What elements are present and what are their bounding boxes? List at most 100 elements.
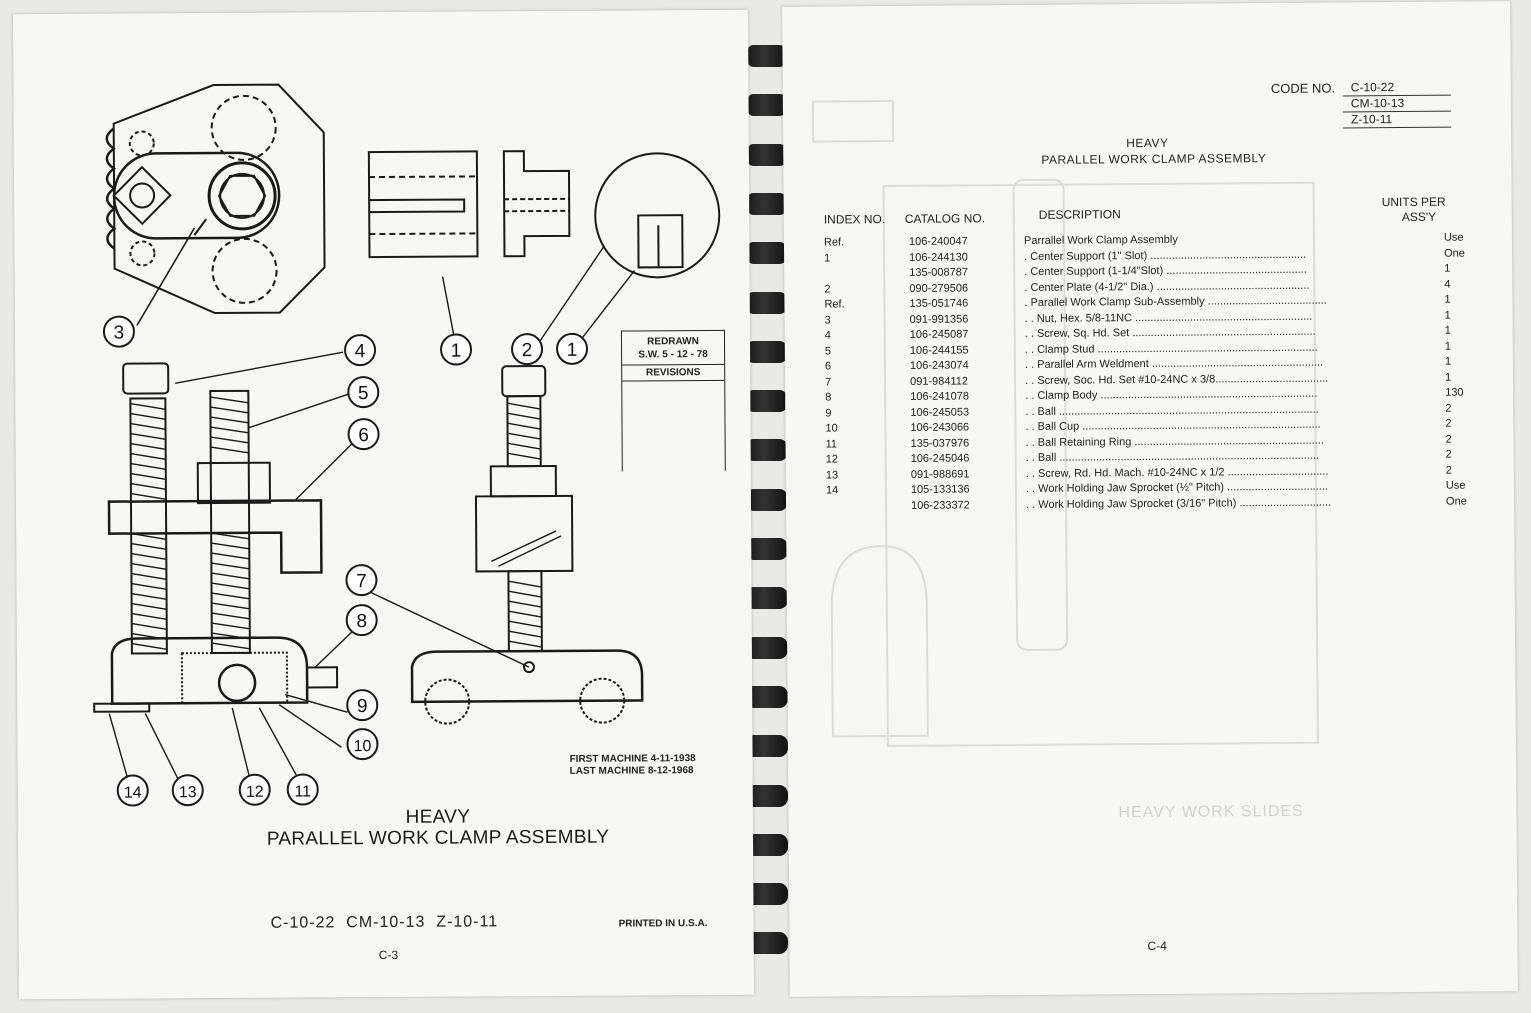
parts-index: 11 [825, 437, 838, 451]
parts-units: 1 [1444, 293, 1451, 306]
parts-index: 9 [825, 406, 832, 420]
parts-description: . . Work Holding Jaw Sprocket (3/16" Pit… [1025, 496, 1332, 511]
parts-description: . . Clamp Stud .........................… [1024, 341, 1318, 356]
parts-units: 2 [1445, 464, 1452, 477]
page-number-left: C-3 [378, 947, 399, 963]
parts-description: . . Parallel Arm Weldment ..............… [1024, 356, 1324, 371]
parts-description: . . Ball ...............................… [1025, 449, 1320, 464]
parts-catalog-no: 106-244130 [909, 250, 968, 264]
left-page: 3 4 5 6 7 8 9 10 14 13 12 11 1 2 1 REDRA… [12, 9, 755, 1000]
binding-coil [748, 242, 788, 265]
parts-catalog-no: 106-240047 [908, 235, 968, 248]
parts-index: 7 [825, 376, 832, 389]
binding-coil [748, 883, 788, 906]
balloon-11: 11 [294, 783, 311, 800]
parts-description: . . Work Holding Jaw Sprocket (½" Pitch)… [1025, 480, 1328, 495]
parts-index: 3 [824, 314, 831, 327]
binding-coil [748, 45, 788, 67]
binding-coil [748, 685, 788, 708]
binding-coil [748, 192, 788, 215]
parts-description: . . Screw, Rd. Hd. Mach. #10-24NC x 1/2 … [1025, 465, 1329, 480]
balloon-4: 4 [355, 341, 366, 362]
header-description: DESCRIPTION [1038, 207, 1121, 222]
binding-coil [748, 538, 788, 560]
parts-units: 2 [1445, 402, 1452, 415]
balloon-10: 10 [354, 738, 372, 755]
last-machine: LAST MACHINE 8-12-1968 [569, 765, 694, 777]
first-machine: FIRST MACHINE 4-11-1938 [569, 753, 696, 765]
parts-title: PARALLEL WORK CLAMP ASSEMBLY [1041, 151, 1267, 167]
balloon-5: 5 [358, 383, 369, 404]
parts-units: 1 [1445, 371, 1452, 384]
parts-catalog-no: 090-279506 [909, 281, 969, 295]
parts-catalog-no: 106-245046 [910, 452, 970, 465]
parts-catalog-no: 135-037976 [910, 436, 970, 450]
page-number-right: C-4 [1147, 938, 1167, 954]
balloon-14: 14 [124, 784, 142, 801]
code-z: Z-10-11 [1342, 111, 1452, 129]
balloon-9: 9 [357, 696, 368, 717]
revision-label: REVISIONS [622, 363, 725, 382]
code-no-label: CODE NO. [1270, 80, 1336, 97]
parts-catalog-no: 135-051746 [909, 297, 969, 310]
bleed-through-text: HEAVY WORK SLIDES [1118, 802, 1304, 822]
parts-units: 1 [1444, 309, 1451, 322]
parts-catalog-no: 106-245053 [910, 405, 970, 419]
parts-catalog-no: 106-244155 [909, 343, 969, 357]
clamp-assembly-drawing: 3 4 5 6 7 8 9 10 14 13 12 11 1 2 1 [93, 83, 721, 807]
binding-coil [748, 390, 788, 413]
binding-coil [748, 291, 788, 314]
parts-catalog-no: 106-243074 [909, 359, 969, 372]
parts-description: . . Screw, Sq. Hd. Set .................… [1024, 325, 1316, 340]
parts-units: One [1444, 247, 1465, 260]
balloon-2: 2 [522, 340, 533, 361]
left-code-numbers: C-10-22 CM-10-13 Z-10-11 [270, 913, 499, 932]
parts-description: Parrallel Work Clamp Assembly [1023, 233, 1178, 247]
header-assy: ASS'Y [1401, 209, 1437, 225]
parts-description: . . Ball Cup ...........................… [1025, 418, 1321, 433]
balloon-12: 12 [246, 784, 264, 801]
parts-catalog-no: 091-991356 [909, 312, 969, 326]
balloon-3: 3 [114, 323, 125, 344]
revision-box: REDRAWN S.W. 5 - 12 - 78 REVISIONS [620, 329, 726, 472]
parts-index: 10 [825, 422, 838, 435]
parts-catalog-no: 106-241078 [910, 390, 969, 403]
binding-coil [748, 439, 788, 462]
parts-description: . . Ball Retaining Ring ................… [1025, 434, 1324, 449]
parts-description: . . Nut, Hex. 5/8-11NC .................… [1024, 310, 1313, 325]
binding-coil [748, 94, 788, 117]
balloon-1b: 1 [567, 340, 578, 361]
balloon-7: 7 [356, 571, 367, 592]
parts-index: 2 [824, 283, 831, 296]
parts-title-heavy: HEAVY [1126, 135, 1169, 151]
parts-description: . Center Support (1" Slot) .............… [1024, 248, 1307, 263]
binding-coil [748, 735, 788, 758]
header-index: INDEX NO. [823, 212, 886, 227]
parts-description: . . Screw, Soc. Hd. Set #10-24NC x 3/8..… [1025, 372, 1329, 387]
binding-coil [748, 784, 788, 807]
parts-catalog-no: 091-984112 [910, 374, 969, 388]
parts-index: 4 [824, 329, 831, 342]
parts-catalog-no: 106-245087 [909, 328, 969, 341]
parts-units: 2 [1445, 433, 1452, 446]
parts-description: . . Ball ...............................… [1025, 403, 1319, 418]
parts-index: 13 [825, 468, 839, 482]
binding-coil [748, 143, 788, 166]
revision-redrawn: REDRAWN [647, 336, 699, 348]
parts-catalog-no: 106-233372 [910, 498, 970, 512]
parts-description: . Parallel Work Clamp Sub-Assembly .....… [1024, 294, 1327, 309]
parts-index: 12 [825, 453, 838, 466]
bleed-through-drawing [811, 99, 1319, 748]
parts-index: 8 [825, 391, 832, 404]
parts-units: 1 [1444, 340, 1451, 353]
code-cm: CM-10-13 [1342, 95, 1451, 113]
header-catalog: CATALOG NO. [904, 211, 986, 226]
balloon-13: 13 [179, 784, 197, 801]
parts-catalog-no: 105-133136 [910, 483, 970, 496]
parts-catalog-no: 106-243066 [910, 421, 970, 434]
parts-catalog-no: 135-008787 [909, 266, 968, 279]
binding-coil [748, 488, 788, 511]
parts-index: Ref. [823, 236, 845, 249]
parts-units: 4 [1444, 278, 1451, 291]
parts-units: 2 [1445, 448, 1452, 461]
